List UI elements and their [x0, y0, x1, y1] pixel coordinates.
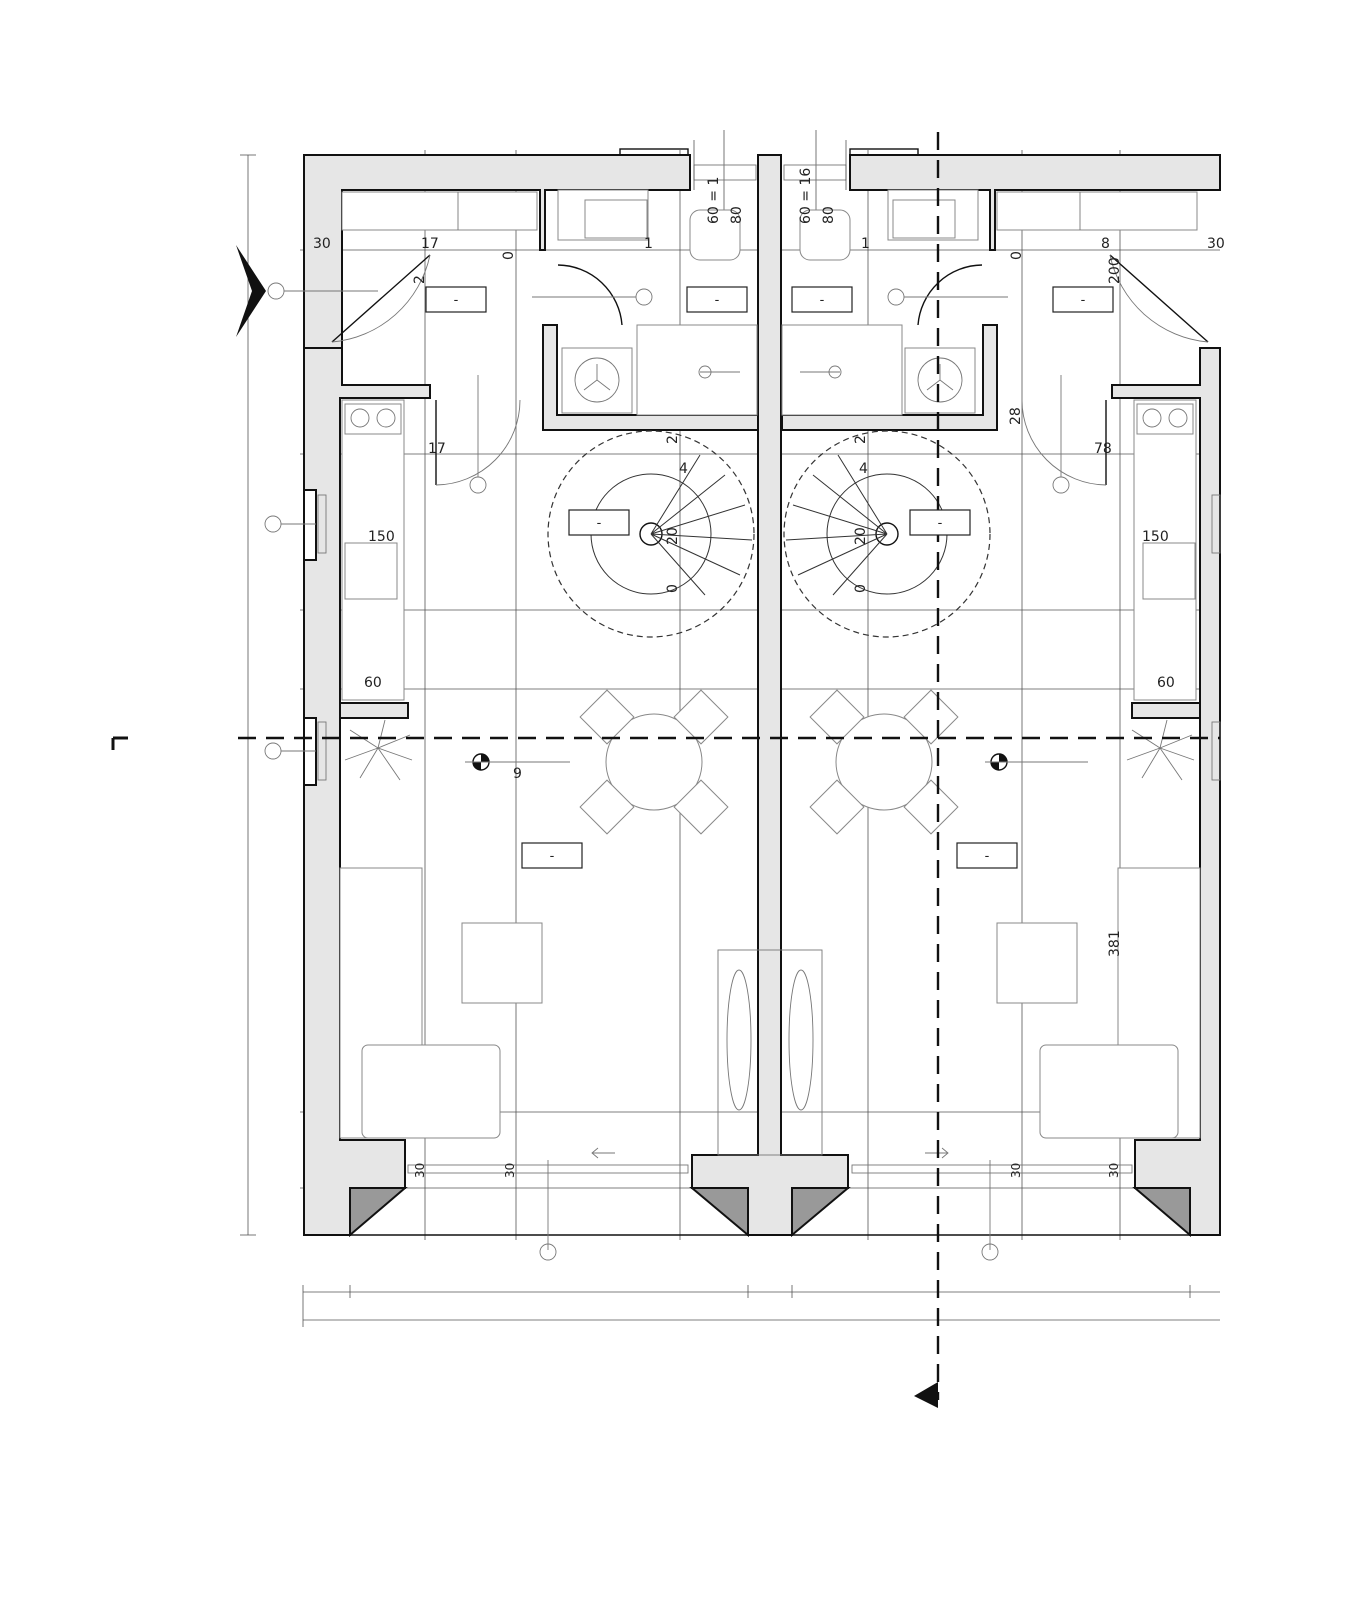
room-tag-label: - [454, 293, 459, 308]
doors [331, 254, 1209, 486]
dim-top-left-1: 1 [644, 236, 653, 252]
dim-sill-left-30a: 30 [413, 1163, 427, 1178]
room-tag-label: - [597, 516, 602, 531]
dim-stair-right-top: 2 [853, 435, 869, 444]
top-windows [619, 140, 919, 190]
room-tag [956, 842, 1018, 869]
dim-hall-right-78: 78 [1094, 441, 1112, 457]
dim-stair-left-0: 0 [665, 584, 681, 593]
bathroom-fixtures [557, 189, 979, 416]
dim-sill-left-30b: 30 [503, 1163, 517, 1178]
dim-hall-right-28: 28 [1008, 407, 1024, 425]
room-tag [425, 286, 487, 313]
room-tag-label: - [985, 849, 990, 864]
dim-top-right-1: 1 [861, 236, 870, 252]
dim-top-right-8: 8 [1101, 236, 1110, 252]
dim-door-left-2: 2 [412, 275, 428, 284]
room-tag [521, 842, 583, 869]
dim-door-right-200: 200 [1107, 257, 1123, 284]
room-tag [909, 509, 971, 536]
dim-hall-left-17: 17 [428, 441, 446, 457]
living-furniture [339, 719, 1201, 1156]
kitchens [341, 399, 1197, 701]
dim-bath-right-b: 80 [821, 206, 837, 224]
room-tag-label: - [550, 849, 555, 864]
dim-wall-left: 30 [313, 236, 331, 252]
dim-zero-right: 0 [1009, 251, 1025, 260]
room-tag-label: - [1081, 293, 1086, 308]
sliding-doors [407, 1147, 1133, 1250]
room-tags: - - - - - - - - [425, 286, 1114, 869]
dim-living-right-381: 381 [1107, 930, 1123, 957]
dim-zero-left: 0 [501, 251, 517, 260]
room-tag [791, 286, 853, 313]
dim-top-left-17: 17 [421, 236, 439, 252]
dim-stair-right-0: 0 [853, 584, 869, 593]
dim-bath-left-a: 60 = 1 [706, 177, 722, 224]
room-tag-label: - [938, 516, 943, 531]
reference-circles [264, 282, 1070, 1261]
dim-sill-right-30b: 30 [1107, 1163, 1121, 1178]
dim-bath-right-a: 60 = 16 [798, 168, 814, 224]
dim-stair-right-20: 20 [853, 527, 869, 545]
room-tag [686, 286, 748, 313]
dim-kitchen-left-60: 60 [364, 675, 382, 691]
room-tag [568, 509, 630, 536]
walls [303, 154, 1221, 1238]
dim-kitchen-right-60: 60 [1157, 675, 1175, 691]
room-tag-label: - [820, 293, 825, 308]
dimension-lines [240, 154, 1220, 1327]
section-cuts [111, 132, 1220, 1408]
dim-stair-right-4: 4 [859, 461, 868, 477]
room-tag [1052, 286, 1114, 313]
dim-sill-right-30a: 30 [1009, 1163, 1023, 1178]
dim-stair-left-4: 4 [679, 461, 688, 477]
dim-wall-right: 30 [1207, 236, 1225, 252]
spiral-stairs [547, 430, 991, 638]
wardrobes [341, 191, 1198, 231]
dim-kitchen-left-150: 150 [368, 529, 395, 545]
dimension-texts: 30 17 1 1 8 30 60 = 1 80 60 = 16 80 2 20… [313, 168, 1225, 1178]
dim-stair-left-20: 20 [665, 527, 681, 545]
dim-stair-left-top: 2 [665, 435, 681, 444]
side-windows [317, 494, 1221, 781]
dim-kitchen-right-150: 150 [1142, 529, 1169, 545]
dim-level-left-9: 9 [513, 766, 522, 782]
dim-bath-left-b: 80 [729, 206, 745, 224]
room-tag-label: - [715, 293, 720, 308]
level-markers [465, 753, 1088, 771]
